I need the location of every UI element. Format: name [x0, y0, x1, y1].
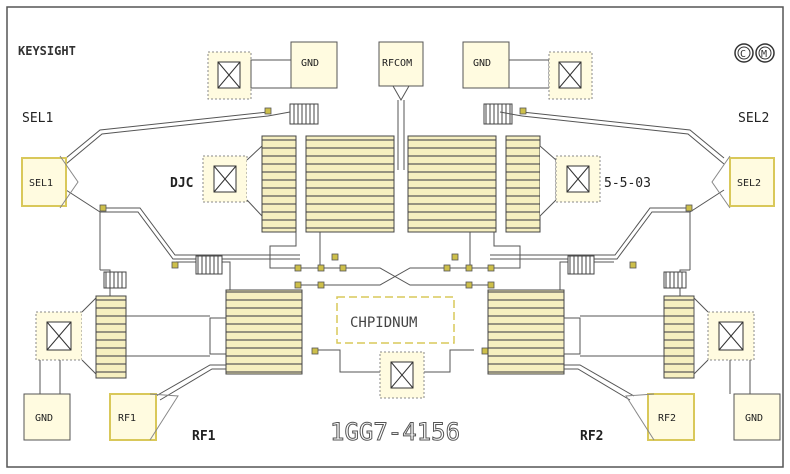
chip-id-box: [336, 296, 455, 344]
sel1-pad: SEL1: [29, 178, 53, 189]
top-left-ground-pad-group: GND: [207, 41, 338, 100]
rfcom-pad-group: RFCOM: [378, 41, 424, 170]
sel2-label: SEL2: [738, 111, 769, 126]
right-lower-fet-block: [487, 289, 755, 379]
inductor-blocks: [103, 255, 687, 289]
sel1-label: SEL1: [22, 111, 53, 126]
rf2-pad-group: RF2: [564, 364, 695, 441]
gnd-bottom-left-pad-group: GND: [23, 393, 71, 441]
gnd-pad-top-left: GND: [301, 58, 319, 69]
top-right-ground-pad-group: GND: [462, 41, 593, 100]
left-upper-fet-block: [202, 103, 395, 233]
rf2-label: RF2: [580, 429, 603, 444]
gnd-bottom-right-pad-group: GND: [729, 360, 781, 441]
rf1-pad: RF1: [118, 413, 136, 424]
mask-mark-icon: M: [755, 43, 775, 63]
left-lower-fet-block: [35, 289, 303, 394]
part-number-label: 1GG7-4156: [330, 418, 460, 446]
rf2-pad: RF2: [658, 413, 676, 424]
rf1-pad-group: RF1: [109, 364, 226, 441]
copyright-mark-icon: C: [734, 43, 754, 63]
svg-text:C: C: [740, 49, 746, 60]
chip-id-label: CHPIDNUM: [350, 315, 417, 331]
sel2-pad: SEL2: [737, 178, 761, 189]
via-markers: [99, 107, 693, 355]
brand-label: KEYSIGHT: [18, 44, 76, 58]
date-code-label: 5-5-03: [604, 176, 651, 191]
right-upper-fet-block: [407, 103, 601, 233]
gnd-pad-bottom-left: GND: [35, 413, 53, 424]
rf1-label: RF1: [192, 429, 216, 444]
gnd-pad-bottom-right: GND: [745, 413, 763, 424]
sel2-pad-group: SEL2: [521, 111, 775, 270]
sel1-pad-group: SEL1: [21, 111, 269, 270]
djc-label: DJC: [170, 176, 193, 191]
gnd-pad-top-right: GND: [473, 58, 491, 69]
rfcom-pad: RFCOM: [382, 58, 412, 69]
svg-text:M: M: [761, 49, 767, 60]
interconnect-traces: [100, 111, 690, 373]
center-ground-via: [379, 351, 425, 399]
